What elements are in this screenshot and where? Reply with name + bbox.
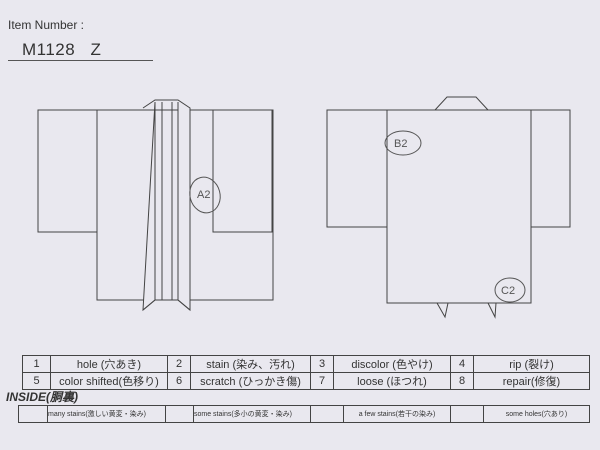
- legend-num: 4: [450, 355, 474, 373]
- legend-text: discolor (色やけ): [333, 355, 451, 373]
- legend-text: rip (裂け): [473, 355, 590, 373]
- item-number-underline: [8, 60, 153, 61]
- legend-text: stain (染み、汚れ): [190, 355, 311, 373]
- item-number-label: Item Number :: [8, 18, 85, 32]
- annotation-front: A2: [197, 189, 210, 201]
- inside-checkbox[interactable]: [310, 405, 344, 423]
- legend-num: 1: [22, 355, 51, 373]
- legend-text: hole (穴あき): [50, 355, 168, 373]
- legend-num: 3: [310, 355, 334, 373]
- front-kimono-diagram: [37, 99, 274, 312]
- legend-num: 2: [167, 355, 191, 373]
- legend-text: loose (ほつれ): [333, 372, 451, 390]
- inside-option: some stains(多小の黄変・染み): [193, 405, 311, 423]
- inside-checkbox[interactable]: [165, 405, 194, 423]
- inside-checkbox[interactable]: [450, 405, 484, 423]
- legend-num: 5: [22, 372, 51, 390]
- inside-row: many stains(激しい黄変・染み) some stains(多小の黄変・…: [18, 405, 590, 423]
- legend-num: 6: [167, 372, 191, 390]
- inside-option: some holes(穴あり): [483, 405, 590, 423]
- legend-text: repair(修復): [473, 372, 590, 390]
- annotation-back-top: B2: [394, 138, 407, 150]
- inside-label: INSIDE(胴裏): [6, 390, 79, 404]
- item-number-value: M1128 Z: [22, 40, 102, 59]
- handwritten-marks: [189, 130, 526, 303]
- inside-option: a few stains(若干の染み): [343, 405, 451, 423]
- legend-text: color shifted(色移り): [50, 372, 168, 390]
- annotation-back-bottom: C2: [501, 285, 515, 297]
- legend-num: 8: [450, 372, 474, 390]
- inside-option: many stains(激しい黄変・染み): [47, 405, 166, 423]
- back-kimono-diagram: [326, 96, 571, 319]
- legend-num: 7: [310, 372, 334, 390]
- legend-text: scratch (ひっかき傷): [190, 372, 311, 390]
- inside-checkbox[interactable]: [18, 405, 48, 423]
- inside-condition-table: many stains(激しい黄変・染み) some stains(多小の黄変・…: [18, 405, 590, 423]
